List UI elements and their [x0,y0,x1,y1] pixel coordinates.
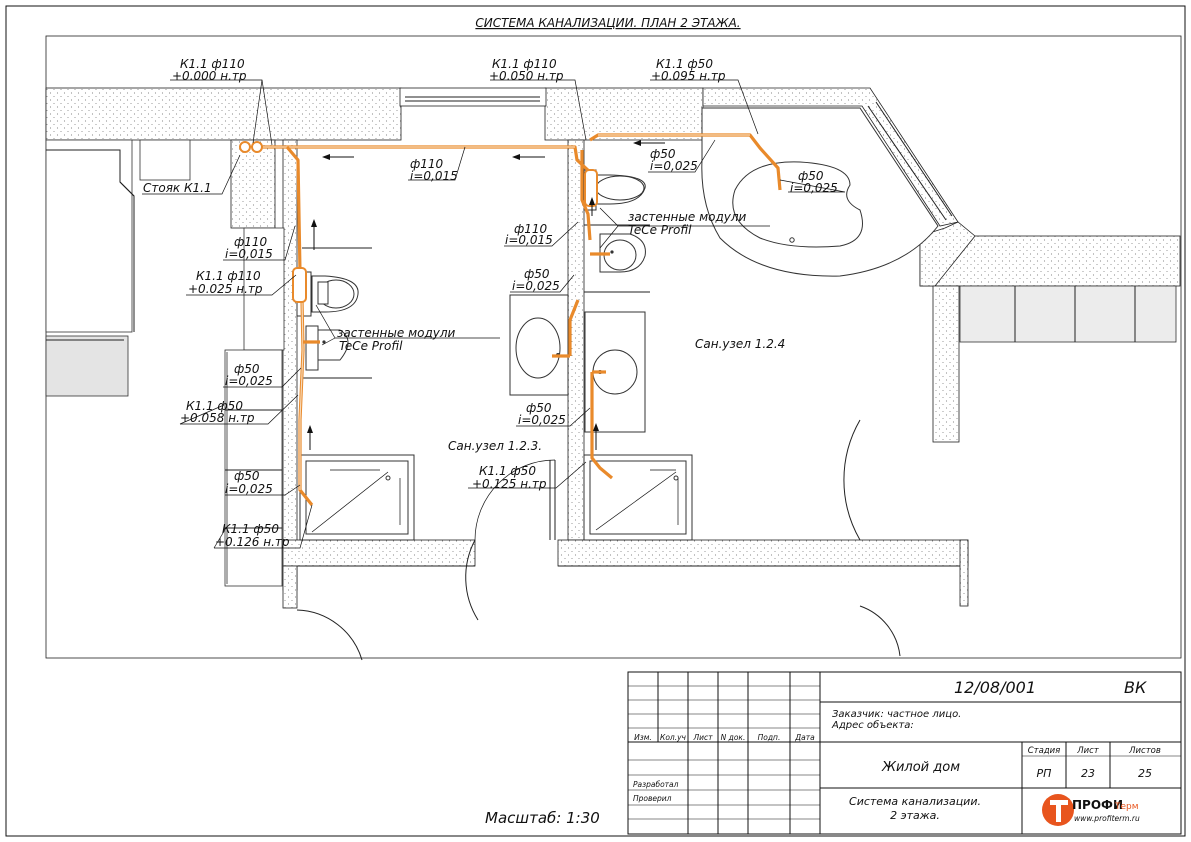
label-pipe-110-right-a: ф110 [514,222,548,236]
rev-col-date: Дата [794,733,815,742]
label-pipe-50-left-a-b: i=0,025 [225,374,273,388]
label-riser: Стояк К1.1 [143,181,212,195]
label-k11-110-000-a: К1.1 ф110 [180,57,245,71]
building-name: Жилой дом [881,760,960,775]
label-pipe-50-bath-b: i=0,025 [790,181,838,195]
sheet-title: СИСТЕМА КАНАЛИЗАЦИИ. ПЛАН 2 ЭТАЖА. [475,16,740,30]
logo-url: www.profiterm.ru [1074,814,1140,823]
label-pipe-50-left-a-a: ф50 [234,362,260,376]
drawing-code: 12/08/001 [954,678,1036,697]
label-pipe-110-left-a: ф110 [234,235,268,249]
label-k11-50-095-a: К1.1 ф50 [656,57,713,71]
room-124-label: Сан.узел 1.2.4 [695,337,785,351]
title-block: 12/08/001 ВК Заказчик: частное лицо. Адр… [627,671,1182,835]
stage-header: Стадия [1028,746,1061,756]
label-k11-50-095-b: +0.095 н.тр [651,69,726,83]
label-pipe-50-right-a-b: i=0,025 [512,279,560,293]
label-pipe-110-right-b: i=0,015 [505,233,553,247]
label-k11-110-025-b: +0.025 н.тр [188,282,263,296]
sheets-value: 25 [1138,767,1152,780]
label-k11-50-058-a: К1.1 ф50 [186,399,243,413]
rev-col-doc: N док. [721,733,746,742]
logo-brand2: Терм [1114,802,1139,812]
label-k11-50-126-b: +0.126 н.тр [215,535,290,549]
label-pipe-50-left-b-b: i=0,025 [225,482,273,496]
stage-value: РП [1037,767,1052,780]
label-pipe-50-right-a-a: ф50 [524,267,550,281]
label-pipe-50-right-b-b: i=0,025 [518,413,566,427]
company-logo: ПРОФИ Терм www.profiterm.ru [1042,794,1140,826]
label-modules-left-a: застенные модули [337,326,456,340]
scale-label: Масштаб: 1:30 [485,809,600,827]
label-k11-110-025-a: К1.1 ф110 [196,269,261,283]
label-modules-left-b: TeCe Profil [339,339,403,353]
fixtures-bath-123 [296,247,415,541]
plan-labels: К1.1 ф110 +0.000 н.тр К1.1 ф110 +0.050 н… [143,57,838,549]
label-k11-50-125-a: К1.1 ф50 [479,464,536,478]
developed-label: Разработал [633,780,679,789]
sheets-header: Листов [1128,746,1161,756]
rev-col-kol: Кол.уч [660,733,687,742]
label-k11-50-125-b: +0.125 н.тр [472,477,547,491]
label-pipe-50-bath-a: ф50 [798,169,824,183]
label-pipe-110-left-b: i=0,015 [225,247,273,261]
logo-brand: ПРОФИ [1072,798,1123,812]
rev-col-izm: Изм. [634,733,652,742]
sheet-value: 23 [1081,767,1095,780]
rev-col-sign: Подп. [758,733,781,742]
label-k11-110-050-b: +0.050 н.тр [489,69,564,83]
label-k11-110-050-a: К1.1 ф110 [492,57,557,71]
label-k11-50-126-a: К1.1 ф50 [222,522,279,536]
label-pipe-110-top-a: ф110 [410,157,444,171]
section-code: ВК [1124,678,1147,697]
drawing-title-b: 2 этажа. [890,809,940,822]
left-furniture [45,139,285,587]
label-pipe-50-top-a: ф50 [650,147,676,161]
label-pipe-50-top-b: i=0,025 [650,159,698,173]
drawing-title-a: Система канализации. [849,795,981,808]
label-k11-110-000-b: +0.000 н.тр [172,69,247,83]
leaders [142,79,846,549]
address-text: Адрес объекта: [831,719,914,731]
rev-col-list: Лист [692,733,713,742]
walls [45,87,1181,661]
customer-text: Заказчик: частное лицо. [832,709,961,720]
sewer-pipes [239,133,782,506]
label-k11-50-058-b: +0.058 н.тр [180,411,255,425]
sheet-header: Лист [1076,746,1100,756]
label-modules-right-a: застенные модули [628,210,747,224]
label-pipe-110-top-b: i=0,015 [410,169,458,183]
room-123-label: Сан.узел 1.2.3. [448,439,542,453]
outer-frame [5,5,1186,837]
label-pipe-50-right-b-a: ф50 [526,401,552,415]
label-modules-right-b: TeCe Profil [628,223,692,237]
checked-label: Проверил [633,794,672,803]
label-pipe-50-left-b-a: ф50 [234,469,260,483]
